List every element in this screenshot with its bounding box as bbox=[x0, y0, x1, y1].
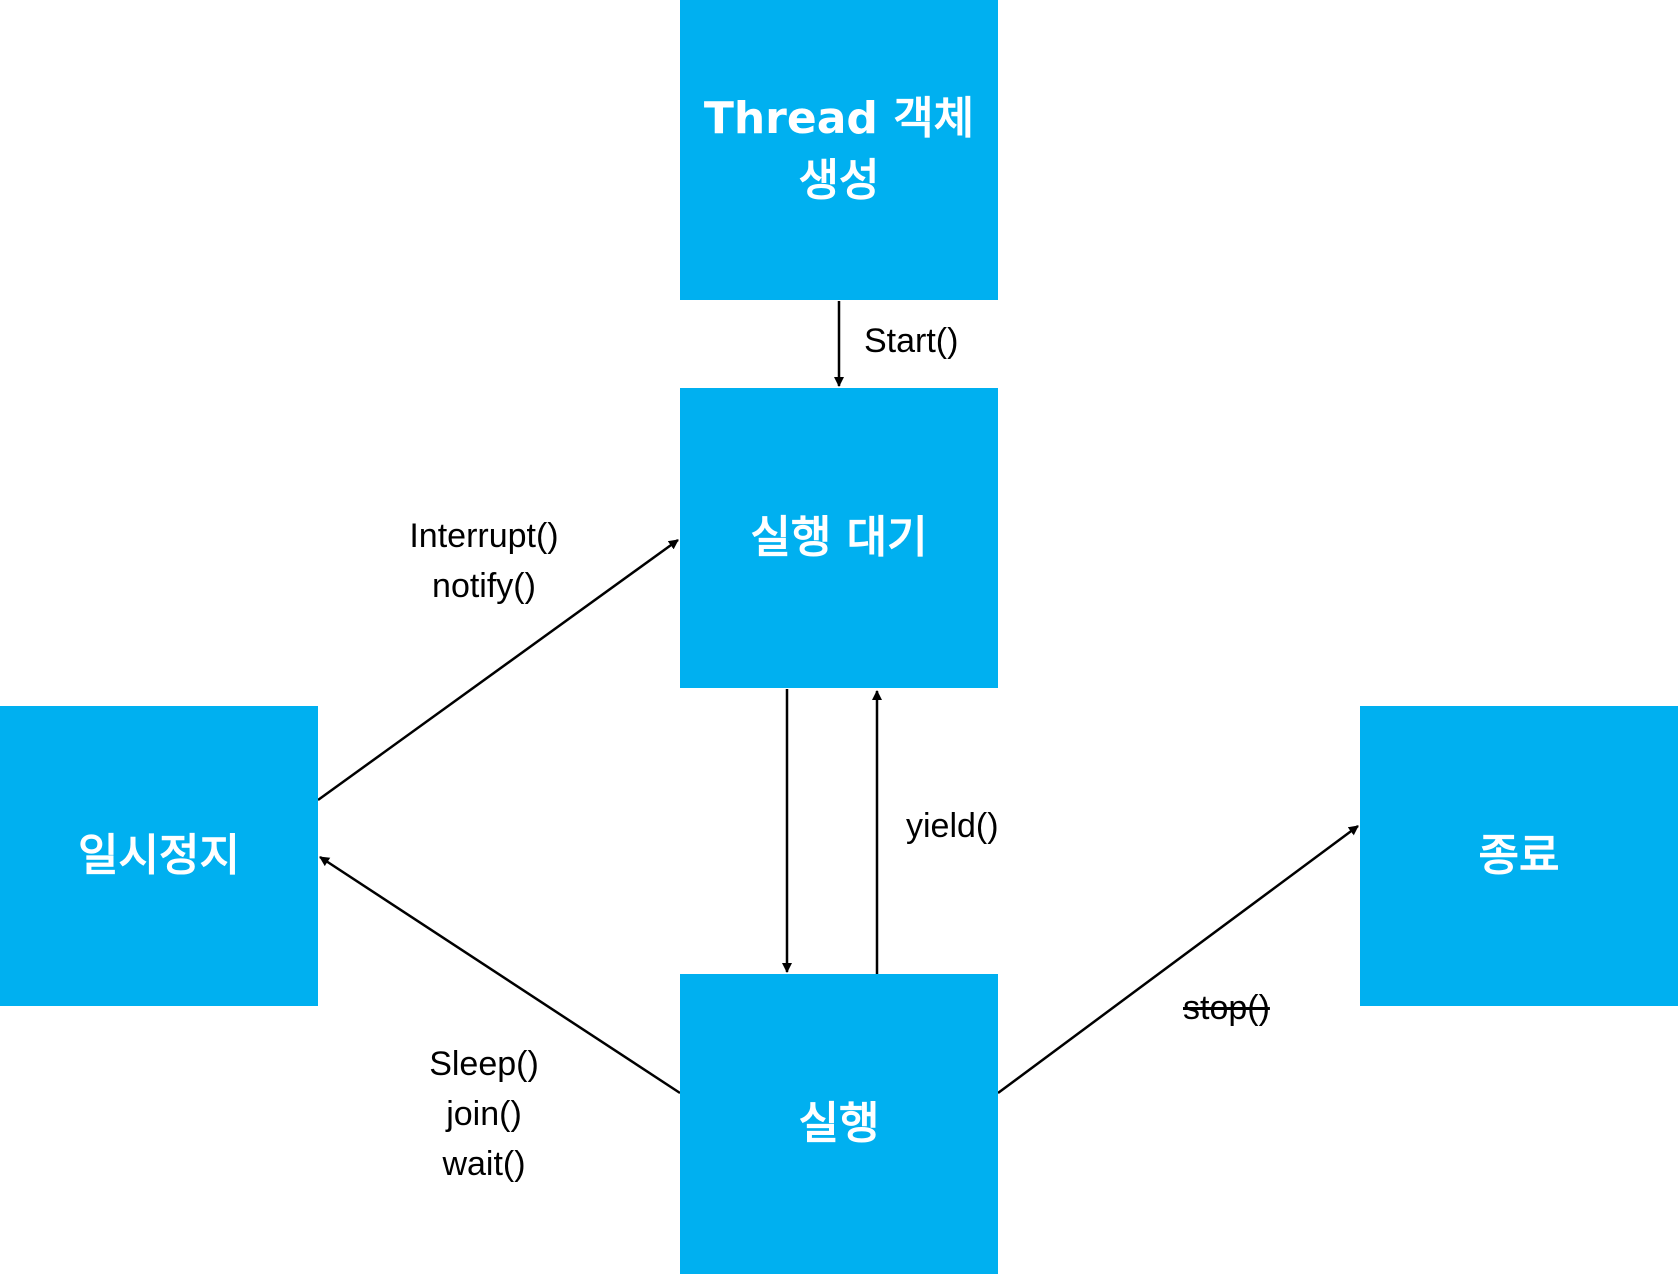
edge-stop-arrow bbox=[997, 824, 1359, 1095]
node-running-label: 실행 bbox=[798, 1098, 880, 1149]
node-terminated-label: 종료 bbox=[1478, 830, 1560, 881]
edge-resume-label: Interrupt() notify() bbox=[384, 511, 584, 611]
node-running: 실행 bbox=[680, 974, 998, 1274]
edge-block-text-1: Sleep() bbox=[429, 1045, 539, 1083]
edge-yield-text: yield() bbox=[906, 807, 999, 845]
edge-stop-text: stop() bbox=[1183, 989, 1270, 1027]
edge-block-text-2: join() bbox=[446, 1095, 522, 1133]
edge-block-text-3: wait() bbox=[442, 1145, 526, 1183]
node-paused-label: 일시정지 bbox=[78, 830, 240, 881]
edge-resume-text-1: Interrupt() bbox=[409, 517, 559, 555]
node-thread-created-label: Thread 객체 생성 bbox=[703, 93, 975, 206]
edge-start-text: Start() bbox=[864, 322, 959, 360]
edge-stop-label: stop() bbox=[1183, 983, 1270, 1033]
node-runnable: 실행 대기 bbox=[680, 388, 998, 688]
node-thread-created: Thread 객체 생성 bbox=[680, 0, 998, 300]
edge-block-arrow bbox=[319, 855, 681, 1095]
edge-start-label: Start() bbox=[864, 316, 958, 366]
edge-block-label: Sleep() join() wait() bbox=[384, 1039, 584, 1189]
edge-yield-label: yield() bbox=[906, 801, 999, 851]
edge-resume-arrow bbox=[317, 538, 679, 802]
node-terminated: 종료 bbox=[1360, 706, 1678, 1006]
node-paused: 일시정지 bbox=[0, 706, 318, 1006]
edge-resume-text-2: notify() bbox=[432, 567, 536, 605]
node-runnable-label: 실행 대기 bbox=[750, 512, 928, 563]
